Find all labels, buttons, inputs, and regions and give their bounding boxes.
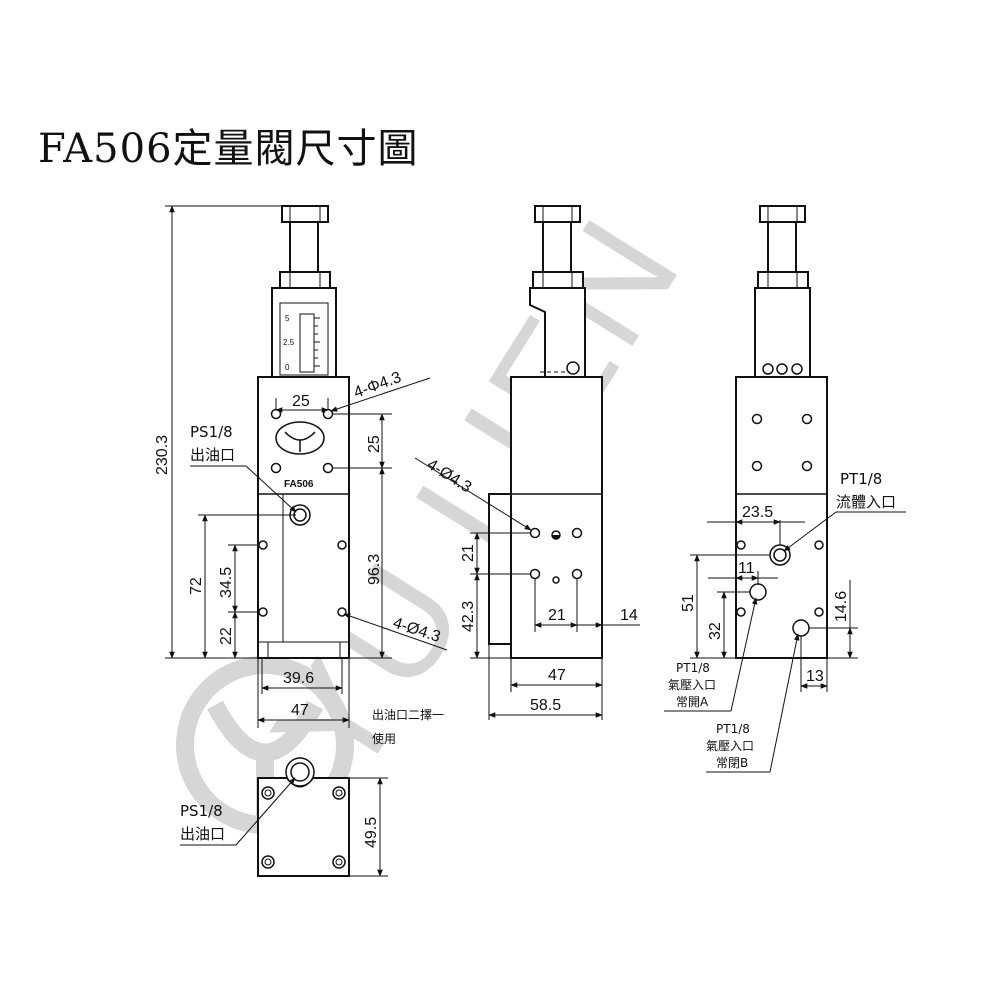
rear-port-a-state: 常開A [676,695,709,709]
bottom-outlet-label-text: 出油口 [180,825,225,843]
side-port [552,576,560,584]
front-dim-25-v: 25 [366,435,383,453]
side-main-body [510,376,603,659]
scale-mark-0: 0 [285,363,290,372]
front-dim-47: 47 [291,702,309,719]
rear-adjuster-housing [754,287,811,378]
side-top-knob [534,205,581,223]
front-lock-nut [279,271,331,289]
scale-mark-2-5: 2.5 [283,338,295,347]
page-title: FA506定量閥尺寸圖 [38,126,419,172]
front-upper-hole [322,462,334,474]
front-scale-ticks [314,317,320,367]
rear-main-body [735,376,828,659]
front-outlet-label-size: PS1/8 [190,423,233,441]
front-adjuster-housing [271,287,337,378]
rear-upper-hole [801,460,813,472]
side-dim-21-v: 21 [460,544,477,562]
rear-lock-nut [757,271,809,289]
front-logo-icon [275,421,325,455]
rear-port-b-size: PT1/8 [716,722,750,736]
rear-stem [767,221,797,273]
front-stem [289,221,319,273]
rear-dim-14-6: 14.6 [833,591,850,622]
rear-dim-32: 32 [707,622,724,640]
side-lock-nut [532,271,584,289]
bottom-outlet-label-size: PS1/8 [180,802,223,820]
rear-air-port-b [792,619,810,637]
rear-upper-hole [751,460,763,472]
rear-port-b-state: 常閉B [716,756,748,770]
rear-upper-hole [751,413,763,425]
front-top-knob [281,205,329,223]
front-dim-34-5: 34.5 [218,567,235,598]
front-hole-label: 4-Φ4.3 [352,369,404,402]
rear-port-a-type: 氣壓入口 [668,678,716,692]
rear-inlet-label-size: PT1/8 [840,470,882,488]
front-lower-hole [337,540,347,550]
side-flange [488,493,512,645]
bottom-view: PS1/8 出油口 49.5 [180,757,388,877]
rear-upper-hole [801,413,813,425]
rear-lower-hole [736,607,746,617]
rear-fluid-inlet-port [769,544,791,566]
front-dim-22: 22 [218,627,235,645]
front-lower-hole [258,607,268,617]
side-view: 4-Ø4.3 21 42.3 21 14 47 58.5 [414,205,640,720]
side-screw [566,361,580,375]
side-hole [571,568,583,580]
rear-dim-23-5: 23.5 [742,504,773,521]
rear-inlet-label-text: 流體入口 [836,493,896,511]
bottom-dim-49-5: 49.5 [363,817,380,848]
side-hole [529,527,541,539]
rear-top-knob [759,205,806,223]
front-dim-96-3: 96.3 [366,554,383,585]
front-lower-hole [258,540,268,550]
front-dim-39-6: 39.6 [283,670,314,687]
front-outlet-label-text: 出油口 [190,446,235,464]
rear-lower-hole [736,540,746,550]
side-dim-14: 14 [620,607,638,624]
front-upper-hole [270,408,282,420]
bottom-outlet-port [285,757,315,787]
rear-lower-hole [814,607,824,617]
side-stem [542,221,572,273]
front-dim-25-h: 25 [292,393,310,410]
rear-dim-51: 51 [680,594,697,612]
front-dim-72: 72 [188,577,205,595]
front-view: 5 2.5 0 FA506 25 4 [154,205,448,746]
front-model-mark: FA506 [284,479,314,490]
rear-port-b-type: 氣壓入口 [706,739,754,753]
side-dim-58-5: 58.5 [530,697,561,714]
side-dim-21-h: 21 [548,607,566,624]
rear-dim-11: 11 [738,560,755,577]
bottom-corner-bolts [261,786,346,869]
rear-dim-13: 13 [806,668,824,685]
outlet-note-line-1: 出油口二擇一 [372,707,444,722]
side-hole [529,568,541,580]
front-scale-window [279,302,329,376]
side-hole [571,527,583,539]
side-dim-47: 47 [548,667,566,684]
front-upper-hole [270,462,282,474]
side-dim-42-3: 42.3 [460,601,477,632]
rear-port-a-size: PT1/8 [676,661,710,675]
rear-lower-hole [814,540,824,550]
scale-mark-5: 5 [285,314,290,323]
front-dim-overall-height: 230.3 [154,435,171,475]
outlet-note-line-2: 使用 [372,731,396,746]
rear-air-port-a [749,583,767,601]
rear-view: PT1/8 流體入口 23.5 11 51 32 14.6 [664,205,906,773]
